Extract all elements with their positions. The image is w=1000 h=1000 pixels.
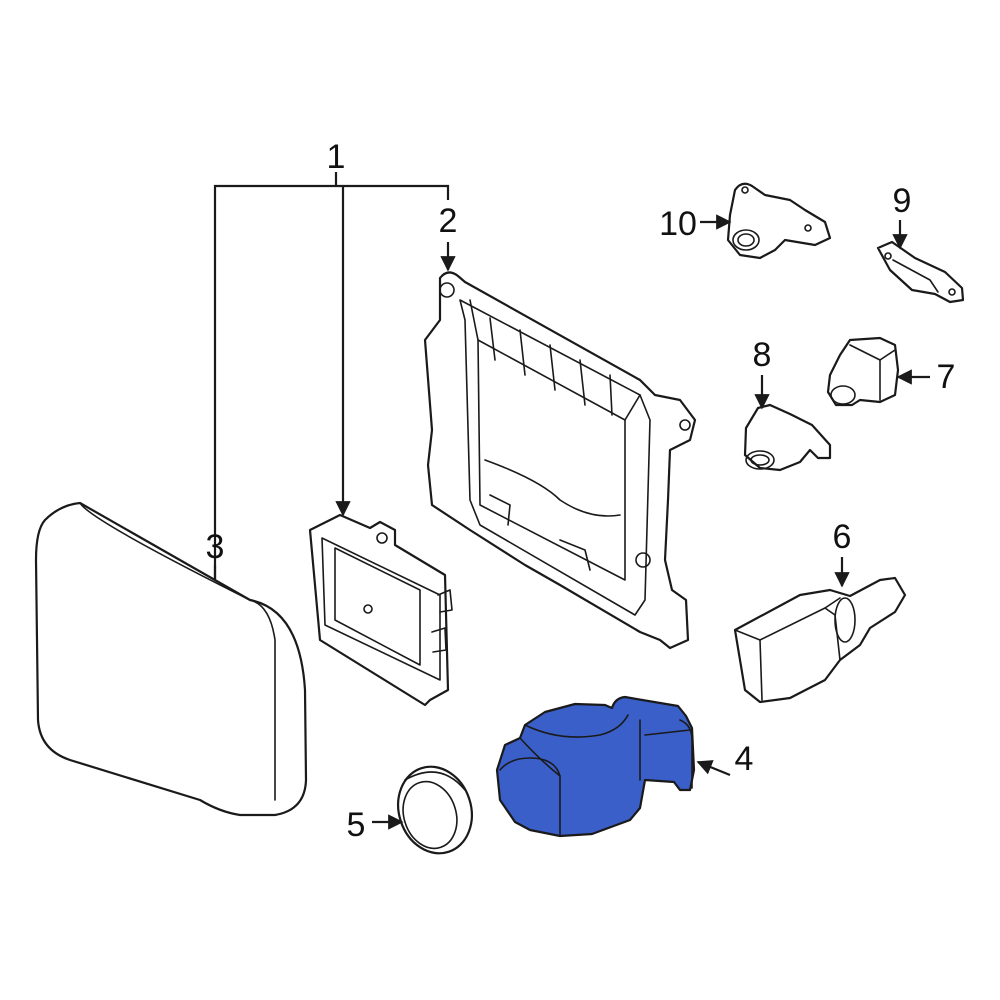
- part-1-control-module[interactable]: [308, 513, 453, 707]
- leader-lines: [372, 214, 930, 830]
- callout-2: 2: [439, 202, 458, 240]
- callout-6: 6: [833, 518, 852, 556]
- callout-10: 10: [659, 205, 697, 243]
- part-4-parking-sensor[interactable]: [495, 695, 696, 838]
- part-8-sensor-bracket[interactable]: [743, 403, 832, 472]
- callout-9: 9: [893, 182, 912, 220]
- part-6-sensor[interactable]: [733, 576, 907, 704]
- callout-labels: 1 2 3 4 5 6 7 8 9 10: [206, 138, 956, 844]
- callout-1: 1: [327, 138, 346, 176]
- part-3-bezel[interactable]: [34, 501, 308, 817]
- callout-7: 7: [937, 358, 956, 396]
- part-5-seal-ring[interactable]: [387, 757, 483, 863]
- part-7-sensor[interactable]: [826, 336, 900, 407]
- callout-4: 4: [735, 740, 754, 778]
- callout-8: 8: [753, 336, 772, 374]
- part-10-sensor-bracket[interactable]: [726, 182, 832, 260]
- callout-3: 3: [206, 528, 225, 566]
- part-2-mounting-bracket[interactable]: [423, 271, 697, 650]
- part-9-sensor-holder[interactable]: [876, 240, 965, 304]
- callout-5: 5: [347, 806, 366, 844]
